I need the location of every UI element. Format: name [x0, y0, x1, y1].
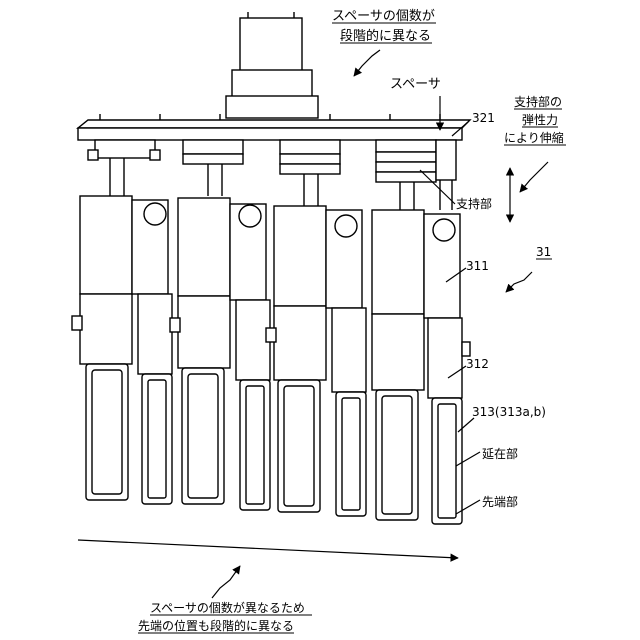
tip-label: 先端部 [482, 494, 518, 509]
ref-312-label: 312 [466, 357, 489, 371]
top-note-line1: スペーサの個数が [332, 9, 435, 24]
elastic-line1: 支持部の [514, 94, 562, 109]
ref-311-label: 311 [466, 259, 489, 273]
top-note-arrow [354, 50, 380, 76]
finger-unit-2 [170, 198, 270, 510]
finger-unit-1 [72, 196, 172, 504]
spacer-label: スペーサ [390, 77, 441, 92]
bottom-note-line2: 先端の位置も段階的に異なる [138, 618, 294, 633]
ref-321-label: 321 [472, 111, 495, 125]
ref-31-label: 31 [536, 245, 551, 259]
finger-unit-4 [372, 210, 470, 524]
top-note-line2: 段階的に異なる [340, 28, 431, 44]
ref-31-arrow [506, 272, 532, 292]
bottom-note-arrow [212, 566, 240, 598]
bottom-note-line1: スペーサの個数が異なるため [150, 600, 305, 615]
elastic-line3: により伸縮 [504, 130, 564, 145]
support-assemblies [88, 140, 456, 182]
tip-position-arrow [78, 540, 458, 558]
top-mount [226, 12, 318, 118]
elastic-note-arrow [520, 162, 548, 192]
finger-unit-3 [266, 206, 366, 516]
elastic-line2: 弾性力 [522, 113, 558, 127]
extension-label: 延在部 [482, 446, 518, 461]
support-label: 支持部 [456, 196, 492, 211]
ref-313-label: 313(313a,b) [472, 405, 546, 419]
